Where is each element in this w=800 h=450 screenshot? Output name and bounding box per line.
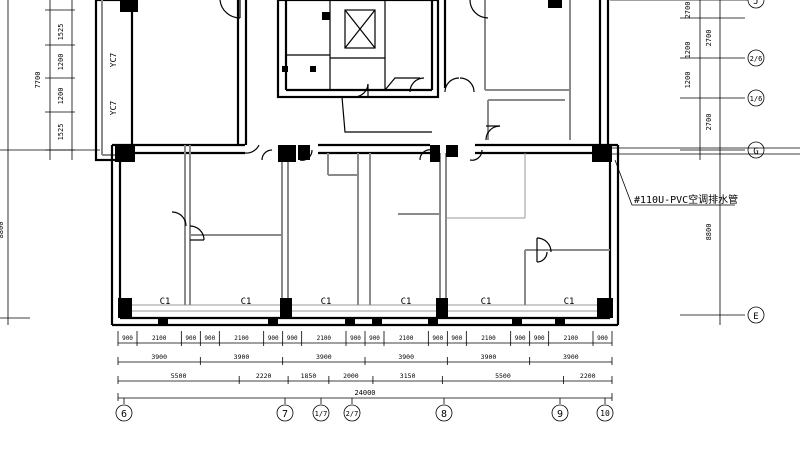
window-label-yc7-2: YC7	[109, 101, 118, 116]
core-block	[276, 0, 440, 133]
dim-row1-label: 900	[122, 335, 133, 342]
dim-row1-label: 900	[369, 335, 380, 342]
axis-label-g: G	[753, 147, 758, 157]
pipe-annotation: #110U-PVC空调排水管	[612, 147, 800, 206]
dim-row1-label: 900	[451, 335, 462, 342]
dim-row3-label: 2220	[256, 372, 272, 380]
axis-bubble-j	[747, 0, 765, 9]
dim-row3-label: 2000	[343, 372, 359, 380]
right-dim-1: 2700	[684, 2, 692, 19]
axis-bubble-7	[276, 404, 294, 422]
left-balcony: YC7 YC7	[94, 0, 138, 162]
axis-label-10: 10	[600, 409, 610, 418]
axis-bubble-1-7	[312, 404, 330, 422]
right-dim-4: 1200	[684, 72, 692, 89]
dim-row1-label: 900	[432, 335, 443, 342]
dim-row1-label: 2100	[234, 335, 249, 342]
axis-bubble-8	[435, 404, 453, 422]
axis-label-9: 9	[557, 409, 563, 420]
left-dim-4: 1525	[57, 124, 65, 141]
axis-bubble-10	[596, 404, 614, 422]
window-label-c1-4: C1	[401, 297, 412, 307]
window-label-c1-3: C1	[321, 297, 332, 307]
dim-total-label: 24000	[354, 389, 375, 397]
dim-row1-label: 2100	[152, 335, 167, 342]
dim-row3-label: 5500	[171, 372, 187, 380]
axis-bubble-e	[747, 306, 765, 324]
dim-row1-label: 900	[597, 335, 608, 342]
axis-bubble-9	[551, 404, 569, 422]
left-dim-3: 1200	[57, 88, 65, 105]
axis-bubble-g	[747, 141, 765, 159]
axis-label-6: 6	[121, 409, 127, 420]
dim-row1-label: 900	[515, 335, 526, 342]
upper-corridor	[219, 0, 248, 145]
dim-row3-label: 3150	[400, 372, 416, 380]
left-dimension-chain: 1525 1200 1200 1525 7700 8800	[0, 0, 100, 325]
window-label-c1-2: C1	[241, 297, 252, 307]
axis-label-2-6: 2/6	[750, 55, 763, 63]
right-dimension-chain: 2700 1200 2700 1200 2700 8800	[610, 0, 745, 325]
dim-row3-label: 1850	[301, 372, 317, 380]
dim-row2-label: 3900	[234, 353, 250, 361]
left-dim-6: 8800	[0, 222, 5, 239]
dim-row1-label: 2100	[399, 335, 414, 342]
pipe-note: #110U-PVC空调排水管	[634, 193, 738, 206]
axis-label-7: 7	[282, 409, 288, 420]
window-label-c1-5: C1	[481, 297, 492, 307]
axis-label-2-7: 2/7	[346, 410, 359, 418]
left-dim-2: 1200	[57, 54, 65, 71]
axis-bubble-2-7	[343, 404, 361, 422]
dim-row1-label: 900	[350, 335, 361, 342]
left-dim-1: 1525	[57, 24, 65, 41]
axis-bubble-2-6	[747, 49, 765, 67]
axis-label-1-7: 1/7	[315, 410, 328, 418]
dim-row3-label: 2200	[580, 372, 596, 380]
axis-label-8: 8	[441, 409, 447, 420]
dim-row2-label: 3900	[481, 353, 497, 361]
bottom-axis-bubbles: 6 7 1/7 2/7 8 9 10	[115, 398, 614, 422]
axis-label-1-6: 1/6	[750, 95, 763, 103]
dim-row3-label: 5500	[495, 372, 511, 380]
right-dim-3: 2700	[705, 30, 713, 47]
axis-bubble-6	[115, 404, 133, 422]
bottom-dimension-chain: 900 2100 900 900 2100 900 900 2100 900 900 2100 900…	[117, 331, 613, 401]
window-label-yc7-1: YC7	[109, 53, 118, 68]
main-office-block: C1 C1 C1 C1 C1 C1	[110, 143, 620, 327]
dim-row1-label: 2100	[317, 335, 332, 342]
dim-row1-label: 2100	[481, 335, 496, 342]
right-upper-rooms	[409, 0, 610, 145]
dim-row1-label: 900	[268, 335, 279, 342]
left-dim-5: 7700	[34, 72, 42, 89]
dim-row1-label: 900	[185, 335, 196, 342]
right-dim-2: 1200	[684, 42, 692, 59]
dim-row1-label: 2100	[564, 335, 579, 342]
axis-bubble-1-6	[747, 89, 765, 107]
dim-row2-label: 3900	[398, 353, 414, 361]
dim-row1-label: 900	[204, 335, 215, 342]
dim-row2-label: 3900	[563, 353, 579, 361]
right-dim-6: 8800	[705, 224, 713, 241]
dim-row2-label: 3900	[316, 353, 332, 361]
right-dim-5: 2700	[705, 114, 713, 131]
dim-row2-label: 3900	[151, 353, 167, 361]
window-label-c1-1: C1	[160, 297, 171, 307]
right-axis-bubbles: J 2/6 1/6 G E	[745, 0, 765, 324]
dim-row1-label: 900	[534, 335, 545, 342]
dim-row1-label: 900	[287, 335, 298, 342]
axis-label-e: E	[753, 312, 758, 322]
axis-label-j: J	[753, 0, 758, 7]
window-label-c1-6: C1	[564, 297, 575, 307]
